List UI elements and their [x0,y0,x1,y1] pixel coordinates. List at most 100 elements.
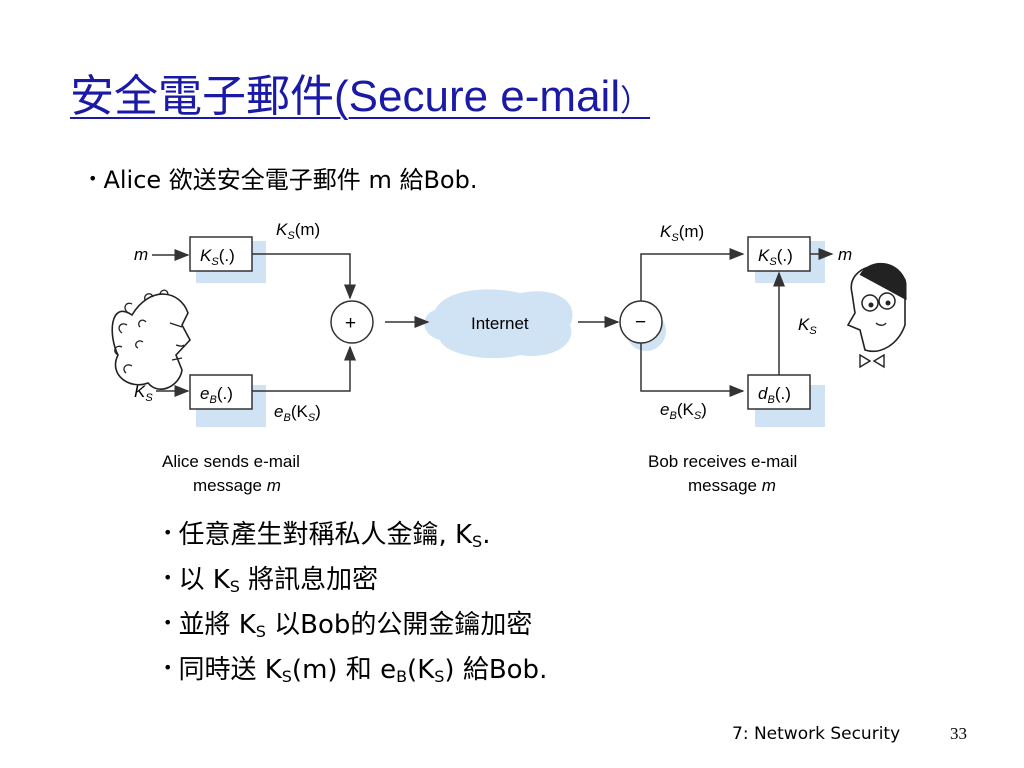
bob-ks-m-rest: (m) [679,222,704,241]
page-number: 33 [950,724,967,743]
bob-eb-ks-sub: B [669,410,676,422]
bullet-dot: • [88,169,98,188]
bob-ks-decrypt-label: KS(.) [758,246,793,268]
step-4-b: (m) 和 e [291,655,397,685]
ks-encrypt-rest: (.) [219,246,235,265]
step-1-text: 任意產生對稱私人金鑰, K [178,520,473,550]
bob-ks-decrypt-box [747,236,811,272]
bob-eb-ks-close: ) [701,400,707,419]
bullet-dot: • [163,613,173,632]
db-decrypt-box [747,374,811,410]
eb-ks-sub2: S [308,412,316,424]
step-4-c: (K [407,655,435,685]
step-2-b: 將訊息加密 [239,565,379,595]
step-2: • 以 KS 將訊息加密 [163,560,547,605]
bob-ks-m-sub: S [671,232,679,244]
combine-plus-circle [330,300,374,344]
step-3-a: 並將 K [178,610,256,640]
step-4-a: 同時送 K [178,655,282,685]
step-4-sub1: S [281,667,292,686]
title-chinese: 安全電子郵件 [70,71,334,122]
bob-eb-ks-label: eB(KS) [660,400,707,422]
intro-m: m [368,166,392,194]
step-4: •同時送 KS(m) 和 eB(KS) 給Bob. [163,650,547,695]
ks-m-rest: (m) [295,220,320,239]
intro-alice: Alice [103,166,162,194]
step-4-d: ) 給Bob. [444,655,548,685]
title-latin: Secure e-mail [348,72,621,121]
intro-bob: Bob. [423,166,478,194]
bullet-dot: • [163,523,173,542]
bullet-dot: • [163,568,173,587]
eb-ks-rest: (K [291,402,309,421]
bullet-dot: • [163,658,173,677]
db-decrypt-d: d [758,384,768,403]
footer-label: 7: Network Security [732,724,901,744]
bob-eb-ks-rest: (K [677,400,695,419]
eb-ks-label: eB(KS) [274,402,321,424]
bob-figure [846,262,907,369]
intro-text1: 欲送安全電子郵件 [168,166,361,194]
slide-title: 安全電子郵件(Secure e-mail） [70,60,650,124]
step-1-end: . [482,520,491,550]
step-4-sub2: B [396,667,408,686]
internet-label: Internet [471,314,529,333]
minus-symbol: − [635,312,646,333]
ks-m-sub: S [287,230,295,242]
eb-encrypt-e: e [200,384,209,403]
step-3-b: 以Bob的公開金鑰加密 [265,610,533,640]
alice-caption-m: m [267,476,281,495]
intro-bullet: • Alice 欲送安全電子郵件 m 給Bob. [88,160,477,195]
ks-encrypt-sub: S [211,256,219,268]
ks-encrypt-k: K [200,246,212,265]
step-4-sub3: S [434,667,445,686]
secure-email-diagram: m KS(.) KS(m) + KS eB(.) eB(KS) Internet… [111,220,907,495]
step-2-a: 以 K [178,565,230,595]
bob-ks-recovered-k: K [798,315,810,334]
step-1: •任意產生對稱私人金鑰, KS. [163,515,547,560]
bob-ks-m-arrow [640,248,745,301]
ks-input-sub: S [145,392,153,404]
m-output-label: m [838,245,852,264]
eb-encrypt-rest: (.) [217,384,233,403]
alice-caption-line1: Alice sends e-mail [162,452,300,471]
ks-input-k: K [134,382,146,401]
step-3-sub: S [255,622,266,641]
bob-caption-line2: message m [688,476,776,495]
ks-m-label: KS(m) [276,220,320,242]
bob-eb-ks-arrow [640,343,745,397]
plus-symbol: + [345,313,356,334]
bob-eb-ks-e: e [660,400,669,419]
bob-ks-decrypt-k: K [758,246,770,265]
bob-caption-message: message [688,476,762,495]
eb-encrypt-box [189,374,253,410]
step-2-sub: S [229,577,240,596]
ks-input-label: KS [134,382,153,404]
db-decrypt-label: dB(.) [758,384,791,406]
db-decrypt-rest: (.) [775,384,791,403]
eb-ks-arrow [252,345,356,392]
alice-caption-line2: message m [193,476,281,495]
alice-figure [111,289,191,390]
internet-cloud [424,289,573,359]
bob-ks-m-label: KS(m) [660,222,704,244]
title-open-paren: ( [334,72,349,121]
bob-caption-line1: Bob receives e-mail [648,452,797,471]
eb-ks-close: ) [315,402,321,421]
alice-caption-message: message [193,476,267,495]
ks-m-k: K [276,220,288,239]
title-close-paren: ） [620,84,651,119]
eb-ks-sub: B [283,412,290,424]
bob-eb-ks-sub2: S [694,410,702,422]
bob-ks-recovered-sub: S [809,325,817,337]
eb-encrypt-sub: B [209,394,216,406]
step-3: • 並將 KS 以Bob的公開金鑰加密 [163,605,547,650]
ks-encrypt-box [189,236,253,272]
db-decrypt-sub: B [767,394,774,406]
bob-ks-decrypt-sub: S [769,256,777,268]
bob-ks-recovered-label: KS [798,315,817,337]
bob-ks-m-k: K [660,222,672,241]
ks-m-arrow [252,253,356,300]
eb-encrypt-label: eB(.) [200,384,233,406]
intro-text2: 給 [399,166,424,194]
